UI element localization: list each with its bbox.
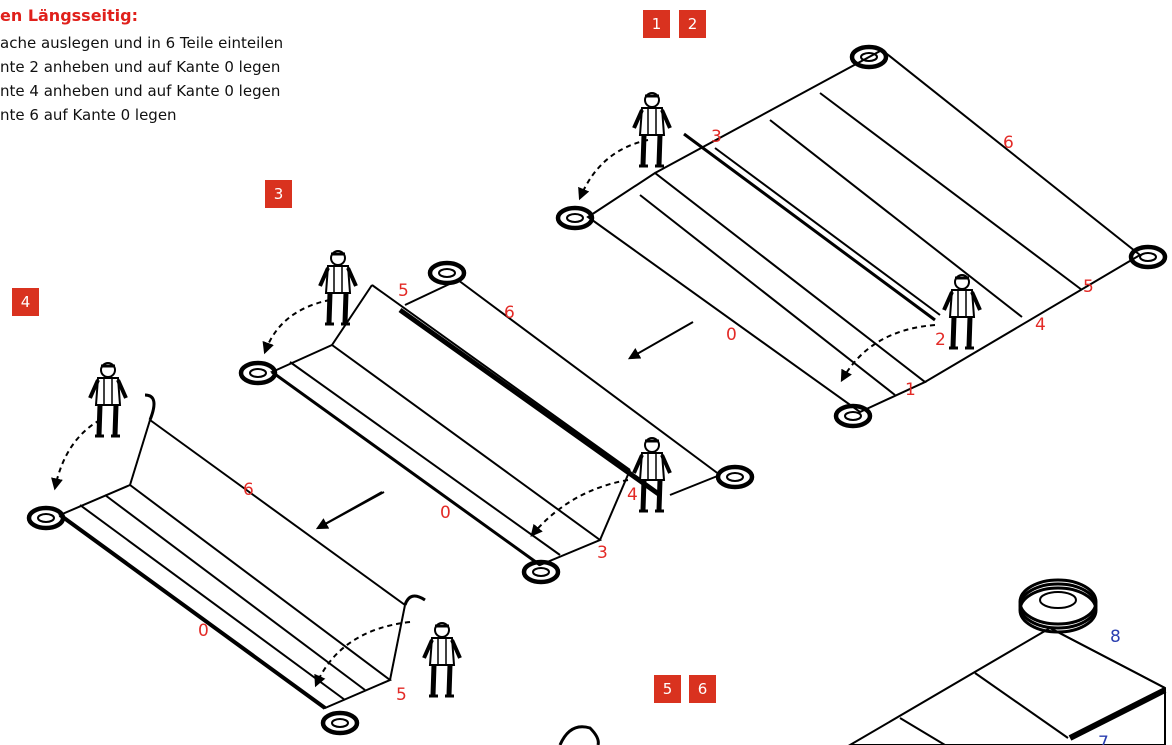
step-line-2: nte 2 anheben und auf Kante 0 legen [0,58,281,76]
edge-label-fig1-2: 2 [935,330,946,350]
edge-label-fig4-5: 5 [396,685,407,705]
edge-label-fig3-4: 4 [627,485,638,505]
step-badge-3: 3 [265,180,292,208]
step-badge-5: 5 [654,675,681,703]
figure-step-1-2 [558,47,1165,426]
edge-label-fig3-0: 0 [440,503,451,523]
step-badge-6: 6 [689,675,716,703]
edge-label-fig4-6: 6 [243,480,254,500]
step-line-3: nte 4 anheben und auf Kante 0 legen [0,82,281,100]
step-badge-4: 4 [12,288,39,316]
edge-label-fig1-1: 1 [905,380,916,400]
edge-label-fig1-0: 0 [726,325,737,345]
edge-label-fig1-5: 5 [1083,277,1094,297]
figure-step-4 [29,363,460,733]
edge-label-fig4-0: 0 [198,621,209,641]
instruction-steps: ache auslegen und in 6 Teile einteilen n… [0,31,283,127]
edge-label-fig5-7: 7 [1098,733,1109,745]
edge-label-fig5-8: 8 [1110,627,1121,647]
edge-label-fig3-5: 5 [398,281,409,301]
step-badge-2: 2 [679,10,706,38]
step-line-4: nte 6 auf Kante 0 legen [0,106,177,124]
figure-step-3 [241,251,752,582]
edge-label-fig1-6: 6 [1003,133,1014,153]
edge-label-fig1-3: 3 [711,127,722,147]
instruction-heading: en Längsseitig: [0,6,139,25]
figure-step-5-6 [558,578,1167,745]
step-line-1: ache auslegen und in 6 Teile einteilen [0,34,284,52]
edge-label-fig3-6: 6 [504,303,515,323]
edge-label-fig1-4: 4 [1035,315,1046,335]
step-badge-1: 1 [643,10,670,38]
edge-label-fig3-3: 3 [597,543,608,563]
